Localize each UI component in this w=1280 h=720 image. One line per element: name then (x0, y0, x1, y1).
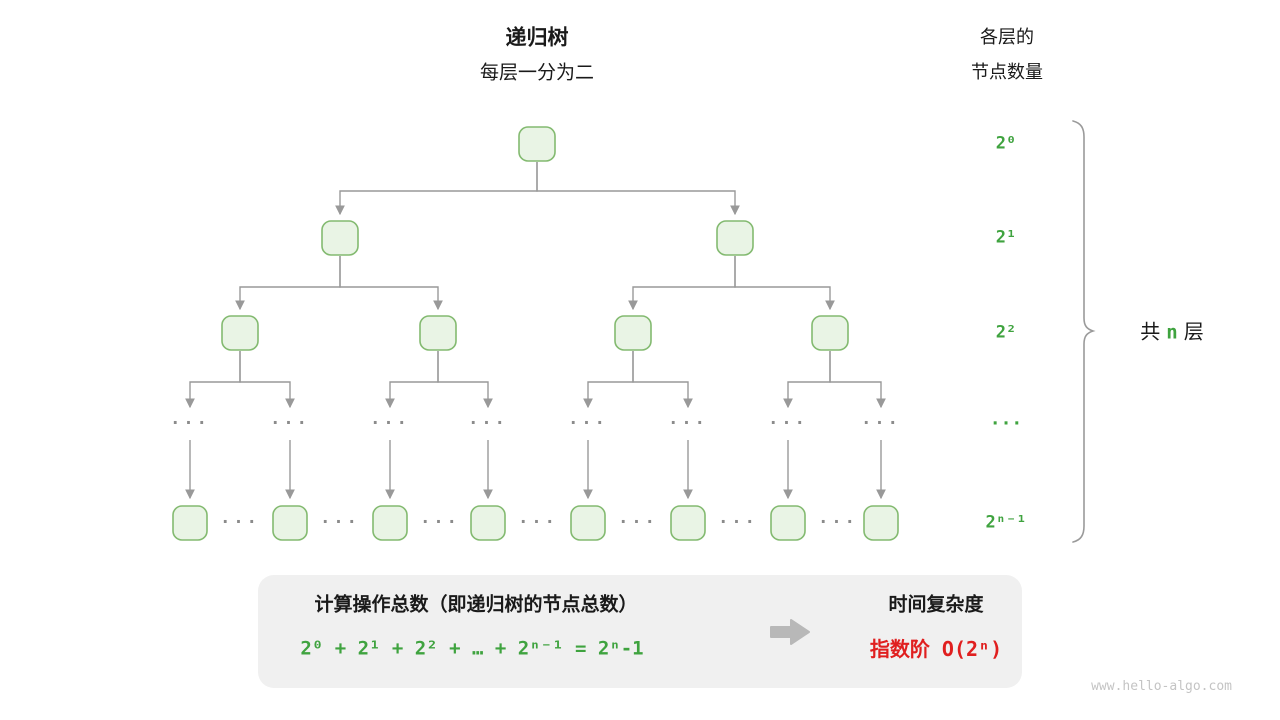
operations-formula: 2⁰ + 2¹ + 2² + … + 2ⁿ⁻¹ = 2ⁿ-1 (300, 637, 644, 660)
complexity-value: 指数阶 O(2ⁿ) (869, 637, 1003, 661)
levels-brace (1072, 120, 1096, 543)
tree-node (419, 315, 457, 351)
brace-label-suffix: 层 (1183, 319, 1204, 344)
right-header-line2: 节点数量 (971, 62, 1043, 83)
level-label-n-1: 2ⁿ⁻¹ (985, 512, 1027, 533)
ellipsis: ··· (668, 413, 708, 434)
tree-node (614, 315, 652, 351)
ellipsis: ··· (818, 512, 858, 533)
tree-node (272, 505, 308, 541)
right-header-line1: 各层的 (980, 27, 1034, 48)
tree-node (570, 505, 606, 541)
level-label-0: 2⁰ (995, 133, 1017, 154)
ellipsis: ··· (170, 413, 210, 434)
brace-label-prefix: 共 (1140, 319, 1161, 344)
tree-node (470, 505, 506, 541)
tree-node (811, 315, 849, 351)
ellipsis: ··· (468, 413, 508, 434)
summary-panel (258, 575, 1022, 688)
operations-title: 计算操作总数（即递归树的节点总数） (314, 593, 638, 616)
ellipsis: ··· (568, 413, 608, 434)
tree-node (863, 505, 899, 541)
tree-node (372, 505, 408, 541)
ellipsis: ··· (618, 512, 658, 533)
level-label-ellipsis: ··· (989, 413, 1023, 434)
tree-node (716, 220, 754, 256)
ellipsis: ··· (320, 512, 360, 533)
brace-label-n: n (1166, 321, 1178, 344)
tree-node (770, 505, 806, 541)
ellipsis: ··· (370, 413, 410, 434)
ellipsis: ··· (768, 413, 808, 434)
page-title: 递归树 (505, 25, 569, 50)
tree-nodes (172, 126, 899, 541)
tree-edges (185, 162, 886, 500)
tree-node (670, 505, 706, 541)
tree-node (221, 315, 259, 351)
ellipsis: ··· (270, 413, 310, 434)
page-subtitle: 每层一分为二 (479, 61, 595, 84)
tree-node (321, 220, 359, 256)
ellipsis: ··· (518, 512, 558, 533)
level-label-2: 2² (995, 322, 1017, 343)
level-label-1: 2¹ (995, 227, 1017, 248)
arrow-right-icon (770, 619, 810, 645)
complexity-title: 时间复杂度 (888, 593, 984, 616)
ellipsis: ··· (718, 512, 758, 533)
ellipsis: ··· (220, 512, 260, 533)
watermark: www.hello-algo.com (1091, 679, 1232, 694)
tree-node (172, 505, 208, 541)
ellipsis: ··· (420, 512, 460, 533)
ellipsis: ··· (861, 413, 901, 434)
tree-node (518, 126, 556, 162)
